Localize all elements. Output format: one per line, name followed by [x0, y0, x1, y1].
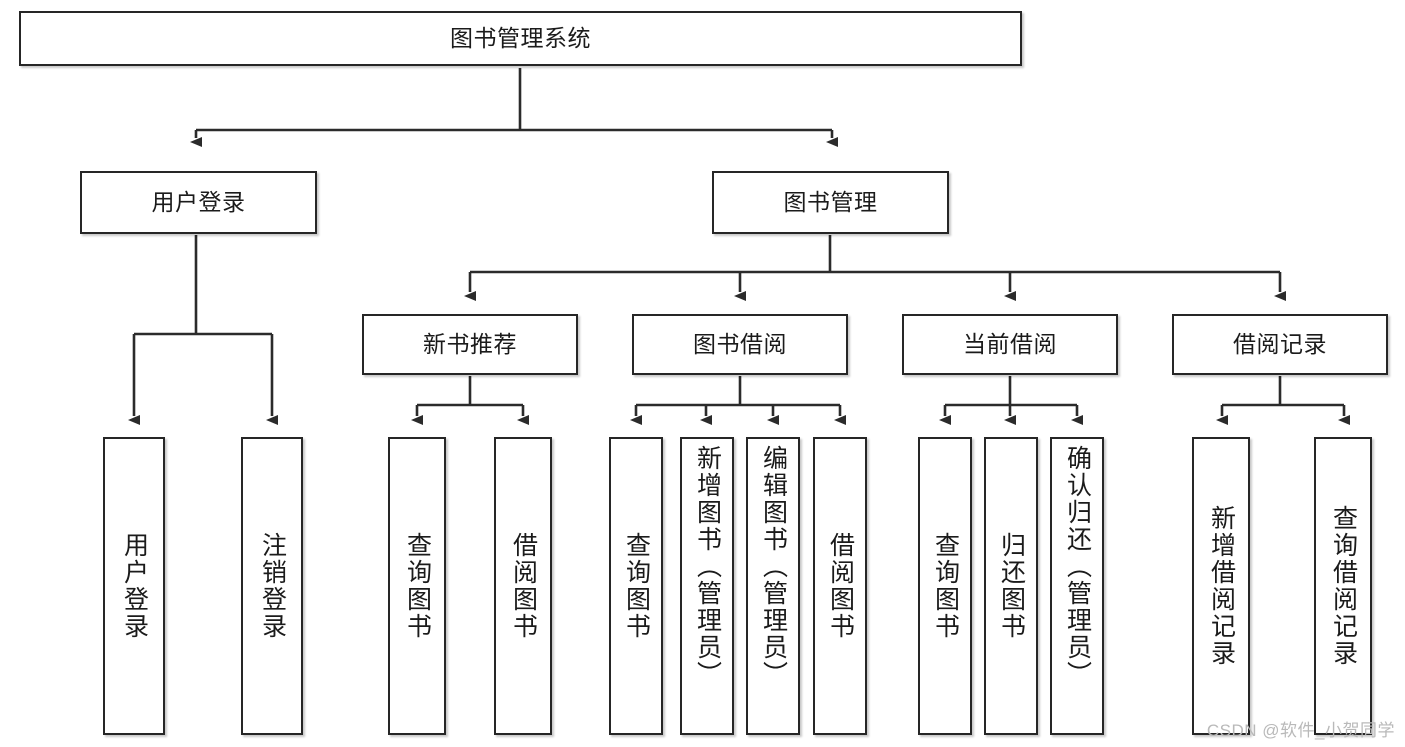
node-leaf-query-book-2[interactable]: 查询图书 — [609, 437, 663, 735]
node-current-borrow[interactable]: 当前借阅 — [902, 314, 1118, 375]
watermark-text: CSDN @软件_小贺同学 — [1206, 721, 1395, 740]
node-leaf-user-login-label: 用户登录 — [120, 532, 149, 640]
node-leaf-query-book-3-label: 查询图书 — [931, 532, 960, 640]
node-leaf-borrow-book-2[interactable]: 借阅图书 — [813, 437, 867, 735]
node-new-book-recommend-label: 新书推荐 — [423, 331, 517, 358]
node-leaf-borrow-book-2-label: 借阅图书 — [826, 532, 855, 640]
node-leaf-borrow-book-1[interactable]: 借阅图书 — [494, 437, 552, 735]
node-root[interactable]: 图书管理系统 — [19, 11, 1022, 66]
node-leaf-query-record[interactable]: 查询借阅记录 — [1314, 437, 1372, 735]
node-leaf-query-book-1-label: 查询图书 — [403, 532, 432, 640]
node-leaf-query-record-label: 查询借阅记录 — [1329, 505, 1358, 667]
node-book-borrow[interactable]: 图书借阅 — [632, 314, 848, 375]
node-borrow-record[interactable]: 借阅记录 — [1172, 314, 1388, 375]
node-leaf-add-book-label: 新增图书（管理员） — [693, 445, 722, 688]
node-book-manage-label: 图书管理 — [783, 189, 878, 216]
node-user-login[interactable]: 用户登录 — [80, 171, 317, 234]
node-leaf-logout-login[interactable]: 注销登录 — [241, 437, 303, 735]
node-leaf-user-login[interactable]: 用户登录 — [103, 437, 165, 735]
node-book-borrow-label: 图书借阅 — [693, 331, 787, 358]
node-leaf-edit-book[interactable]: 编辑图书（管理员） — [746, 437, 800, 735]
node-root-label: 图书管理系统 — [450, 25, 591, 52]
node-new-book-recommend[interactable]: 新书推荐 — [362, 314, 578, 375]
node-leaf-query-book-3[interactable]: 查询图书 — [918, 437, 972, 735]
node-leaf-return-book-label: 归还图书 — [997, 532, 1026, 640]
node-leaf-query-book-1[interactable]: 查询图书 — [388, 437, 446, 735]
node-user-login-label: 用户登录 — [151, 189, 246, 216]
node-leaf-return-book[interactable]: 归还图书 — [984, 437, 1038, 735]
node-leaf-add-book[interactable]: 新增图书（管理员） — [680, 437, 734, 735]
node-leaf-confirm-return-label: 确认归还（管理员） — [1063, 445, 1092, 688]
node-borrow-record-label: 借阅记录 — [1233, 331, 1327, 358]
node-leaf-logout-login-label: 注销登录 — [258, 532, 287, 640]
node-current-borrow-label: 当前借阅 — [963, 331, 1057, 358]
node-leaf-add-record-label: 新增借阅记录 — [1207, 505, 1236, 667]
node-leaf-query-book-2-label: 查询图书 — [622, 532, 651, 640]
node-leaf-add-record[interactable]: 新增借阅记录 — [1192, 437, 1250, 735]
node-leaf-borrow-book-1-label: 借阅图书 — [509, 532, 538, 640]
node-book-manage[interactable]: 图书管理 — [712, 171, 949, 234]
node-leaf-edit-book-label: 编辑图书（管理员） — [759, 445, 788, 688]
node-leaf-confirm-return[interactable]: 确认归还（管理员） — [1050, 437, 1104, 735]
